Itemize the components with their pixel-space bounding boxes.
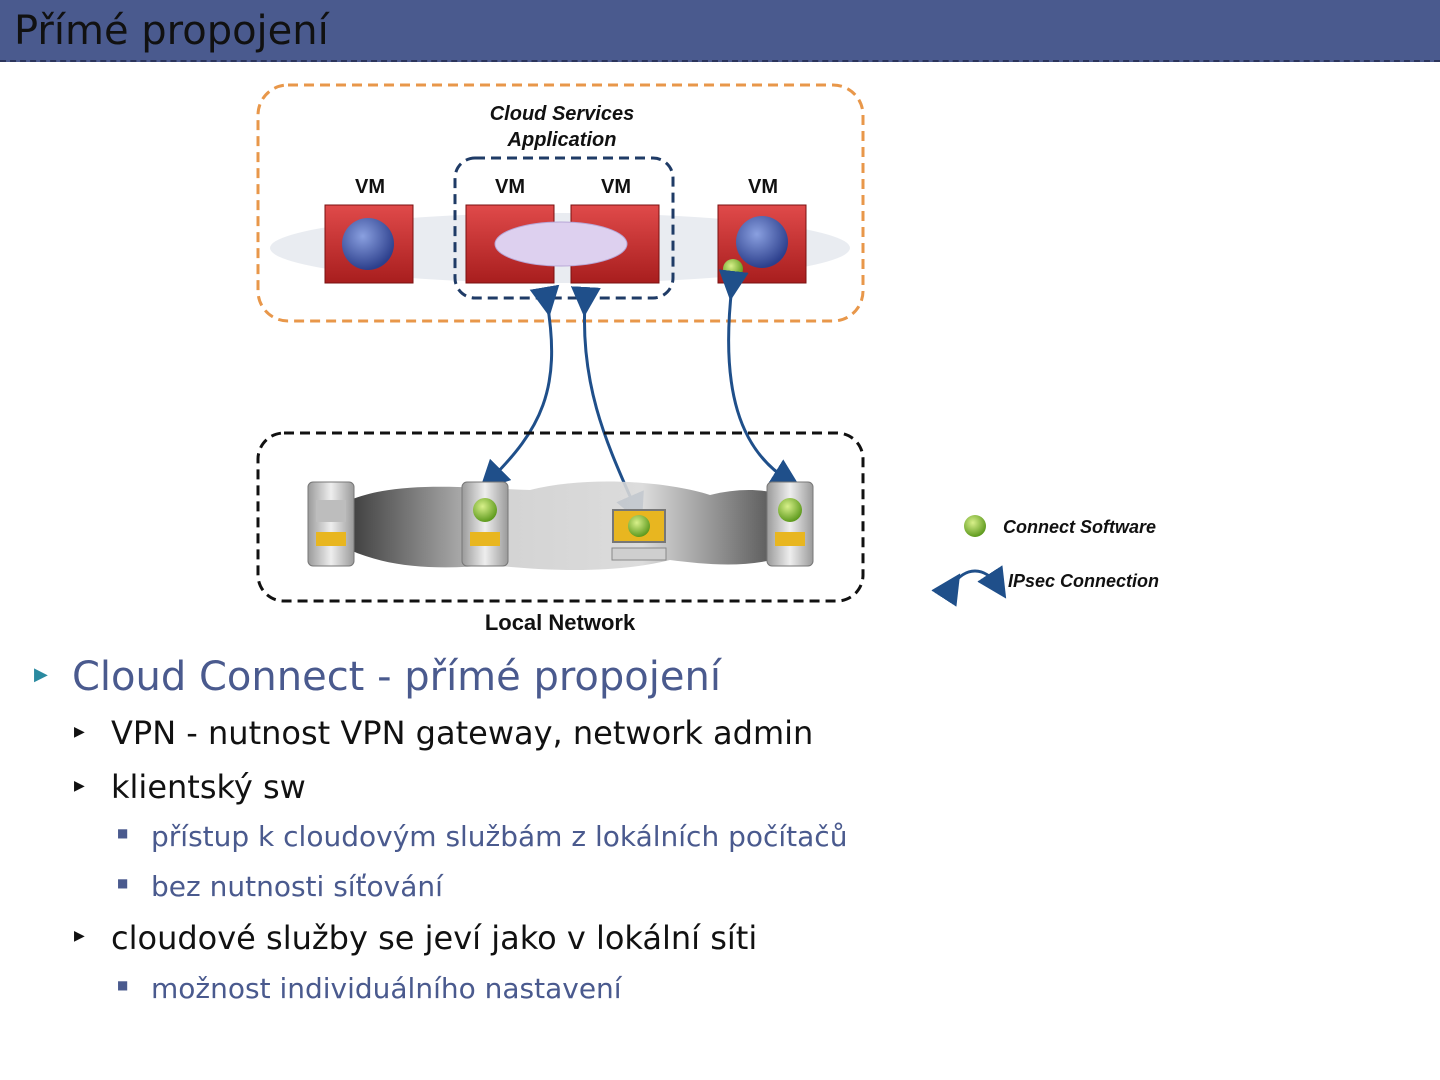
bullet-list: ▶ Cloud Connect - přímé propojení ▶ VPN … [0, 640, 1440, 1080]
local-network-cloud [350, 481, 800, 570]
shared-application-ellipse [494, 221, 628, 267]
bullet-marker-l3-1: ■ [117, 826, 129, 840]
bullet-marker-l1: ▶ [34, 664, 48, 685]
server-2-icon [461, 481, 509, 567]
legend-ipsec-label: IPsec Connection [1008, 571, 1159, 591]
bullet-level2-client-sw: klientský sw [111, 768, 306, 806]
vm-label-3: VM [601, 176, 631, 198]
bullet-level3-access: přístup k cloudovým službám z lokálních … [151, 820, 848, 853]
bullet-level2-cloud-services: cloudové služby se jeví jako v lokální s… [111, 919, 758, 957]
network-diagram: Cloud Services Application VM VM VM VM [240, 70, 1200, 640]
ipsec-arrow-3 [718, 269, 801, 488]
workstation-icon [611, 509, 667, 561]
bullet-marker-l3-3: ■ [117, 978, 129, 992]
vm-label-1: VM [355, 176, 385, 198]
vm-4-service-ball [736, 216, 788, 268]
ipsec-arrow-2 [570, 286, 644, 524]
vm-label-2: VM [495, 176, 525, 198]
cloud-label-line1: Cloud Services [490, 103, 635, 125]
bullet-level3-no-networking: bez nutnosti síťování [151, 870, 443, 903]
cloud-services-boundary [256, 83, 865, 323]
local-network-boundary [256, 431, 865, 603]
vm-label-4: VM [748, 176, 778, 198]
cloud-label-line2: Application [507, 129, 617, 151]
bullet-marker-l2-3: ▶ [74, 928, 85, 944]
bullet-marker-l2-2: ▶ [74, 778, 85, 794]
title-bar: Přímé propojení [0, 0, 1440, 62]
server-3-icon [766, 481, 814, 567]
legend-ipsec-icon [931, 565, 1007, 607]
server-1-icon [307, 481, 355, 567]
bullet-marker-l3-2: ■ [117, 876, 129, 890]
application-boundary [453, 156, 675, 300]
vm-4-connect-software-dot [723, 259, 743, 279]
legend-connect-software-icon [964, 515, 986, 537]
diagram-svg: Cloud Services Application VM VM VM VM [256, 83, 1159, 635]
ipsec-arrow-1 [479, 284, 560, 491]
bullet-level1-cloud-connect: Cloud Connect - přímé propojení [72, 654, 721, 700]
local-network-label: Local Network [485, 610, 636, 635]
slide-title: Přímé propojení [14, 8, 329, 54]
bullet-level2-vpn: VPN - nutnost VPN gateway, network admin [111, 714, 814, 752]
bullet-level3-individual-settings: možnost individuálního nastavení [151, 972, 622, 1005]
vm-1-service-ball [342, 218, 394, 270]
bullet-marker-l2-1: ▶ [74, 724, 85, 740]
legend-connect-software-label: Connect Software [1003, 517, 1156, 537]
